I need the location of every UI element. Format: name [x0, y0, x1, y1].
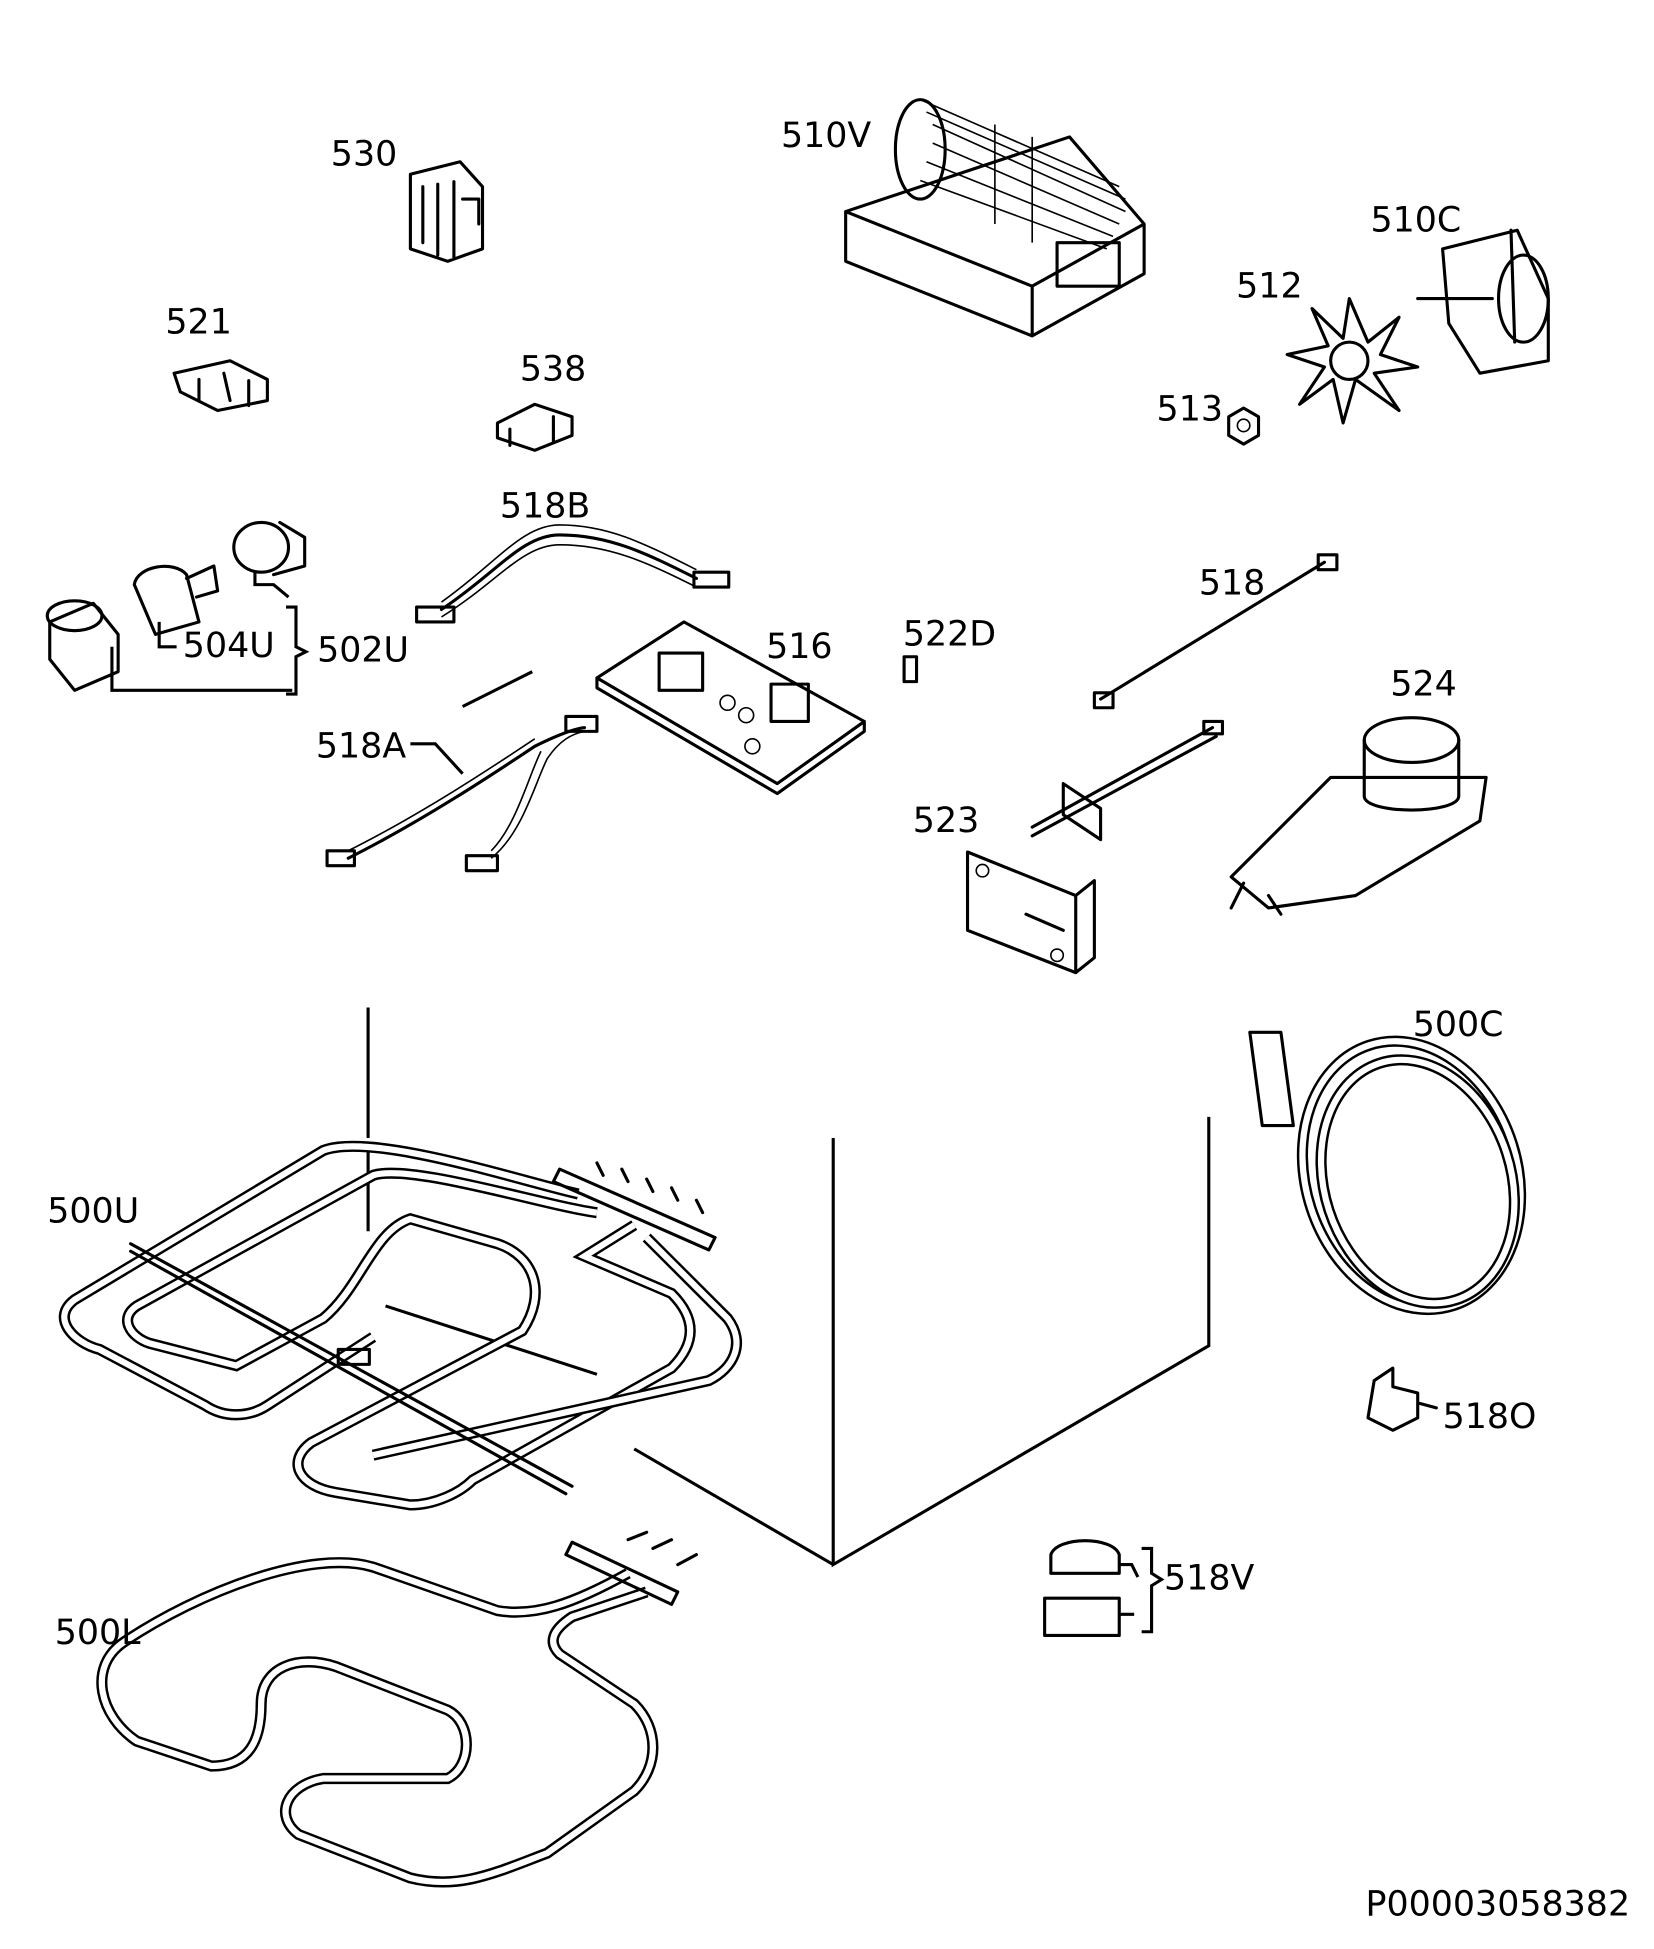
part-522D-fuse	[902, 655, 919, 684]
label-518: 518	[1199, 564, 1265, 604]
label-500L: 500L	[55, 1613, 141, 1653]
part-500C-circular-heating-element	[1248, 1030, 1527, 1316]
label-518B: 518B	[500, 486, 590, 526]
label-518A: 518A	[316, 726, 406, 766]
label-502U: 502U	[317, 631, 409, 671]
document-id: P00003058382	[1365, 1884, 1630, 1924]
leader-line	[461, 670, 533, 708]
part-538-connector	[495, 402, 574, 452]
label-524: 524	[1390, 664, 1456, 704]
label-522D: 522D	[903, 615, 996, 655]
part-512-fan-blade	[1285, 297, 1420, 425]
label-521: 521	[165, 302, 231, 342]
label-530: 530	[331, 135, 397, 175]
assembly-lines	[366, 1007, 1211, 1568]
part-temperature-sensor	[1030, 719, 1225, 842]
part-530-terminal-block	[408, 160, 485, 263]
label-510V: 510V	[781, 116, 871, 156]
part-518A-wiring-harness	[325, 714, 599, 873]
part-518O-thermostat	[1366, 1366, 1438, 1432]
part-513-nut	[1227, 406, 1261, 446]
label-518O: 518O	[1443, 1397, 1537, 1437]
part-502U-504U-lamp-assembly	[45, 520, 310, 696]
label-523: 523	[913, 801, 979, 841]
part-518-sensor-wire	[1092, 553, 1339, 710]
part-518V-safety-thermostats	[1043, 1539, 1165, 1638]
part-518B-wiring-harness	[415, 524, 731, 624]
label-538: 538	[520, 350, 586, 390]
label-500C: 500C	[1413, 1005, 1504, 1045]
label-510C: 510C	[1370, 200, 1461, 240]
label-513: 513	[1157, 389, 1223, 429]
label-512: 512	[1236, 266, 1302, 306]
part-510C-fan-motor	[1416, 228, 1550, 375]
part-524-rotisserie-motor	[1229, 716, 1488, 916]
part-523-bracket	[965, 850, 1096, 975]
label-500U: 500U	[47, 1192, 139, 1232]
part-521-switch	[172, 359, 269, 413]
label-516: 516	[766, 627, 832, 667]
part-510V-tangential-fan	[844, 98, 1146, 338]
part-500U-top-heating-element	[58, 1140, 743, 1511]
label-518V: 518V	[1164, 1558, 1254, 1598]
part-labels: 530 510V 510C 512 521 538 513 518B 518 5…	[47, 116, 1630, 1924]
part-500L-bottom-heating-element	[96, 1530, 698, 1888]
part-516-control-board	[595, 620, 866, 796]
label-504U: 504U	[183, 626, 275, 666]
